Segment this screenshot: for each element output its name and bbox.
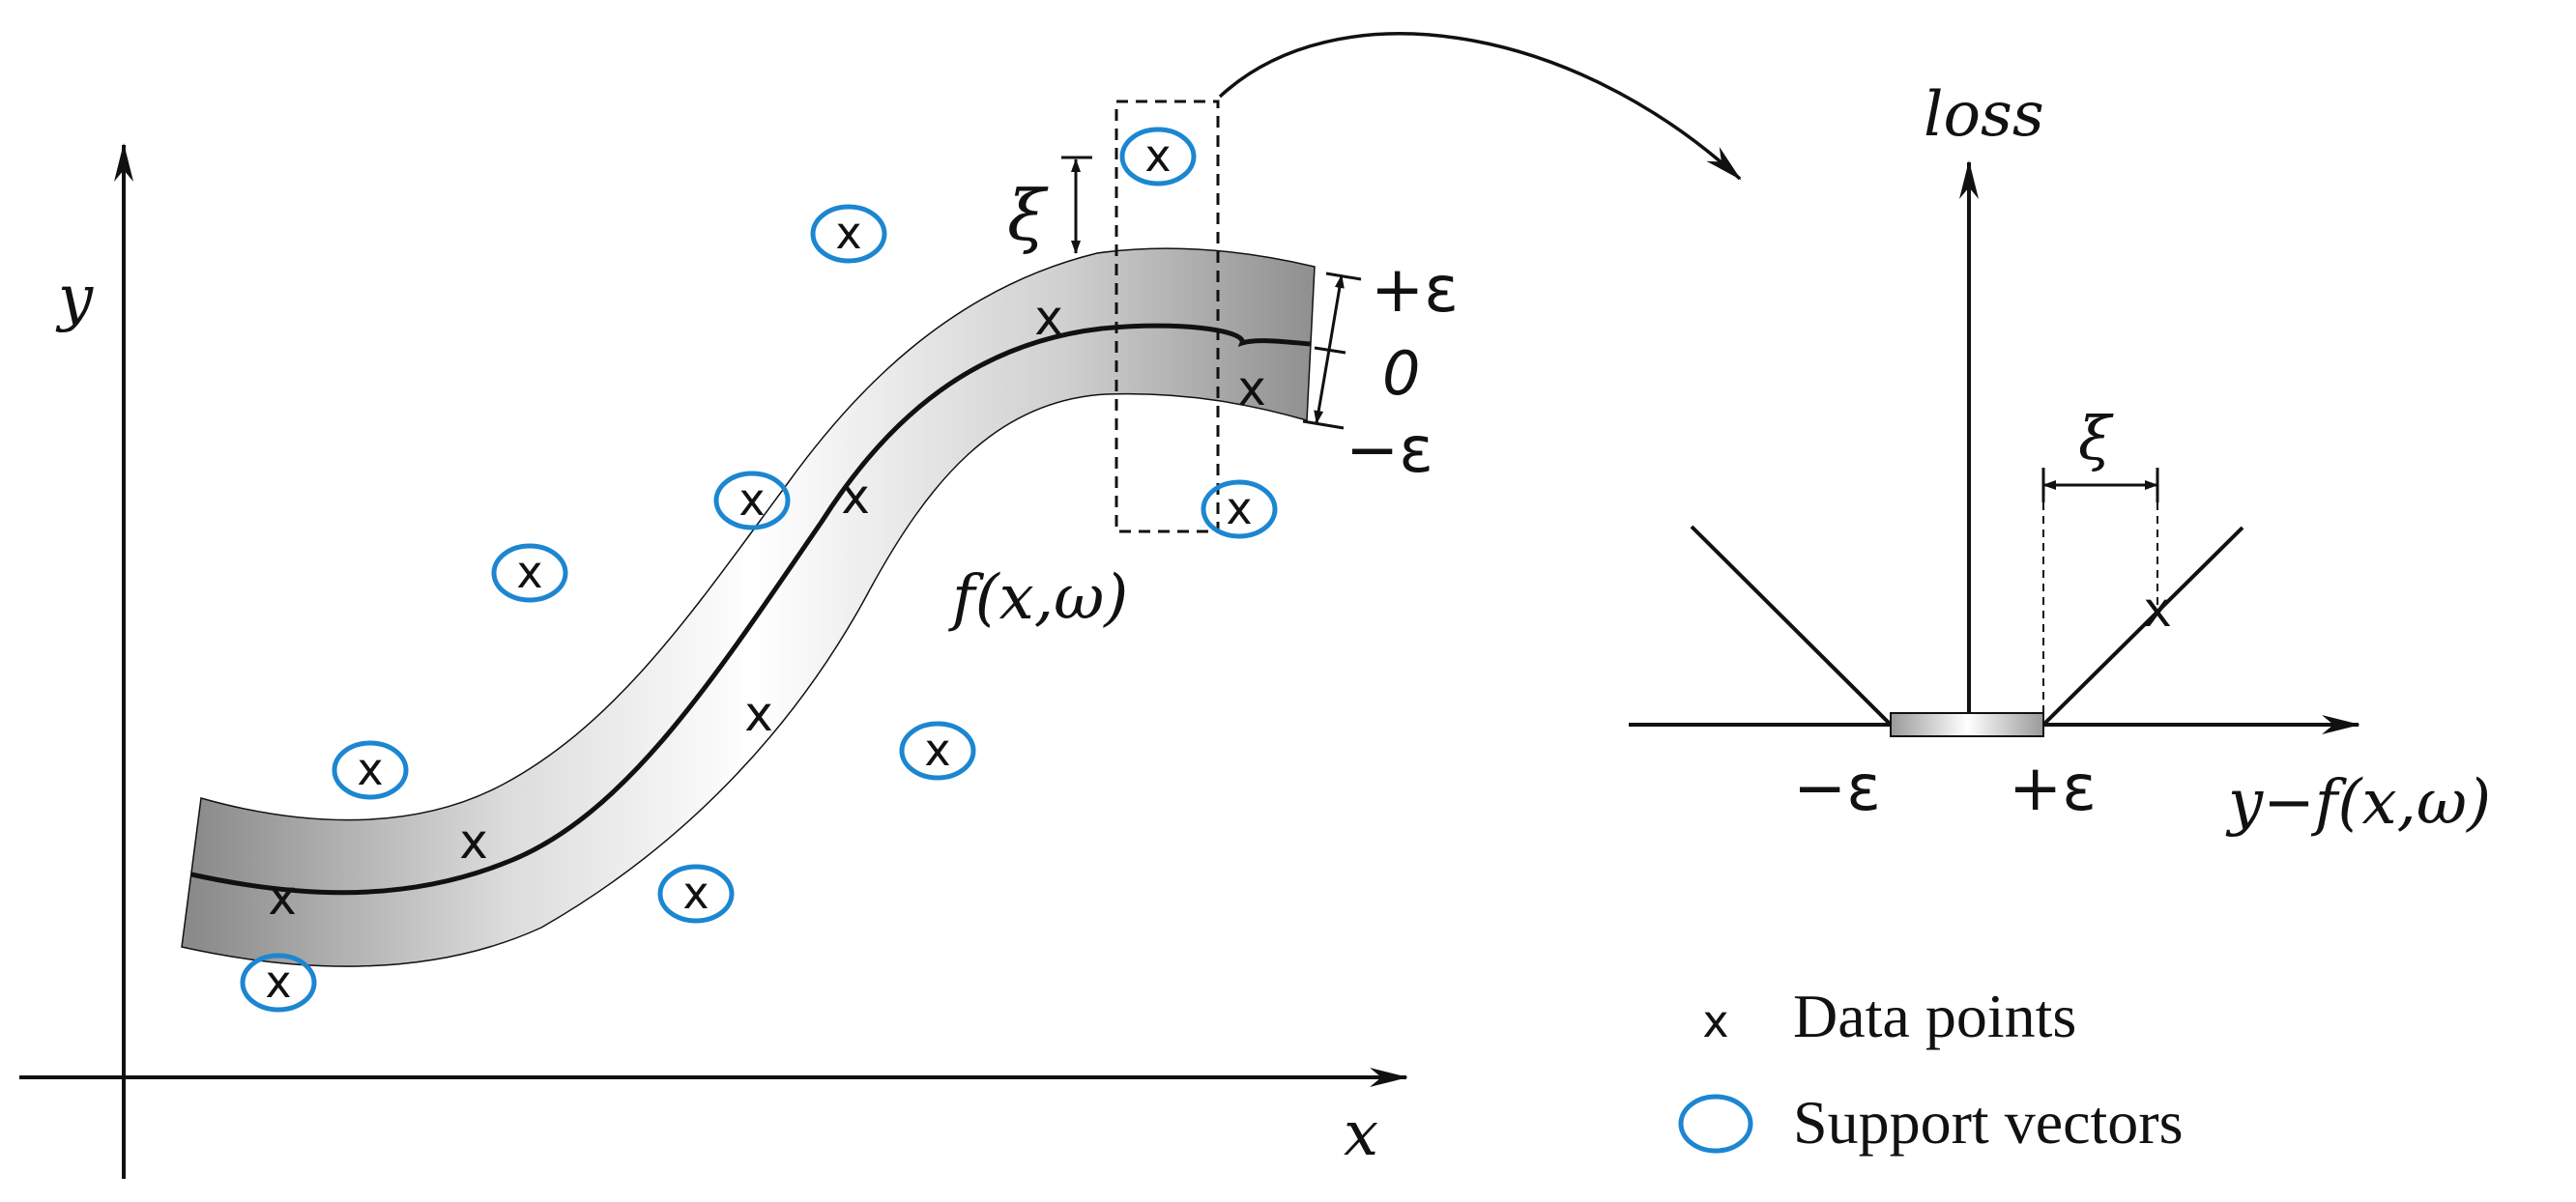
loss-left-arm: [1690, 525, 1893, 727]
support-vector-circle: [657, 864, 735, 924]
support-vector-cross: x: [924, 724, 950, 776]
insensitive-zone: [1890, 712, 2044, 737]
support-vector-circle: [332, 740, 409, 800]
center-label: 0: [1382, 338, 1420, 409]
epsilon-tube: [181, 247, 1316, 967]
data-point: x: [1034, 290, 1063, 346]
y-axis-label: y: [55, 263, 94, 334]
support-vector-cross: x: [835, 207, 861, 259]
support-vector-circle: [810, 204, 887, 264]
support-vector-cross: x: [682, 867, 709, 919]
zoom-arrow: [1218, 32, 1742, 181]
data-point: x: [744, 686, 773, 742]
lower-margin-label: −ε: [1346, 413, 1433, 487]
neg-eps-label: −ε: [1793, 751, 1881, 825]
residual-axis-label: y−f(x,ω): [2225, 767, 2491, 839]
support-vector: x: [657, 864, 735, 924]
margin-tick-top: [1325, 272, 1362, 281]
regression-curve: [190, 323, 1312, 896]
slack-label-left: ξ: [1007, 175, 1049, 256]
support-vector-circle: [1119, 127, 1197, 186]
legend-data-point-marker: x: [1702, 995, 1728, 1047]
support-vector-circle: [713, 471, 791, 530]
margin-tick-mid: [1314, 346, 1346, 355]
support-vector-cross: x: [516, 546, 542, 598]
support-vector: x: [713, 471, 791, 530]
support-vector: x: [332, 740, 409, 800]
support-vector: x: [1119, 127, 1197, 186]
support-vector-cross: x: [1144, 129, 1171, 182]
loss-right-arm: [2041, 526, 2244, 727]
support-vector: x: [1201, 479, 1278, 539]
data-point: x: [268, 870, 297, 926]
support-vector-circle: [899, 721, 976, 781]
slack-label-right: ξ: [2078, 403, 2114, 473]
support-vector-circle: [1201, 479, 1278, 539]
pos-eps-label: +ε: [2009, 751, 2097, 825]
data-point: x: [459, 814, 488, 870]
margin-dimension-lower: [1314, 349, 1331, 424]
support-vector: x: [899, 721, 976, 781]
legend-support-vectors-label: Support vectors: [1793, 1088, 2184, 1157]
support-vector: x: [810, 204, 887, 264]
legend: x Data points Support vectors: [1678, 982, 2184, 1157]
support-vector-cross: x: [738, 473, 765, 526]
support-vector: x: [491, 543, 568, 603]
loss-axis-label: loss: [1924, 79, 2044, 151]
support-vector: x: [240, 953, 317, 1013]
support-vector-cross: x: [1226, 482, 1252, 534]
legend-data-points-label: Data points: [1793, 982, 2076, 1050]
legend-support-vector-marker: [1678, 1094, 1753, 1154]
x-axis-label: x: [1344, 1099, 1378, 1170]
margin-dimension-upper: [1327, 274, 1345, 351]
upper-margin-label: +ε: [1371, 252, 1459, 327]
residual-point: x: [2143, 582, 2172, 638]
support-vector-circle: [491, 543, 568, 603]
support-vector-cross: x: [265, 956, 291, 1008]
margin-tick-bottom: [1302, 419, 1345, 430]
right-plot: loss y−f(x,ω) ξ x −ε +ε: [1629, 79, 2491, 839]
support-vector-circle: [240, 953, 317, 1013]
data-point: x: [1237, 360, 1266, 416]
data-point: x: [841, 469, 870, 525]
zoom-region: [1114, 100, 1220, 533]
support-vector-cross: x: [357, 743, 383, 795]
function-label: f(x,ω): [948, 562, 1128, 634]
